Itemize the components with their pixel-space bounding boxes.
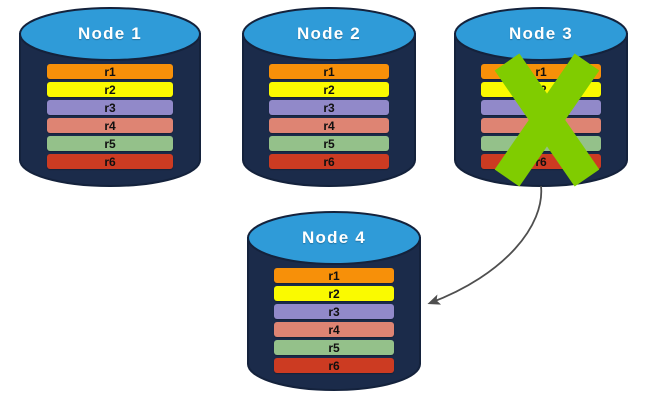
- row-bar-r3[interactable]: r3: [269, 100, 389, 115]
- row-bar-r5[interactable]: r5: [269, 136, 389, 151]
- row-bar-r6[interactable]: r6: [47, 154, 173, 169]
- row-bar-r5[interactable]: r5: [47, 136, 173, 151]
- row-list: r1 r2 r3 r4 r5 r6: [47, 64, 173, 169]
- row-bar-r2[interactable]: r2: [274, 286, 394, 301]
- row-list: r1 r2 r3 r4 r5 r6: [274, 268, 394, 373]
- row-bar-r1[interactable]: r1: [274, 268, 394, 283]
- row-bar-r6[interactable]: r6: [269, 154, 389, 169]
- row-bar-r3[interactable]: r3: [481, 100, 601, 115]
- row-bar-r1[interactable]: r1: [481, 64, 601, 79]
- arrow-path: [427, 185, 543, 305]
- row-bar-r6[interactable]: r6: [481, 154, 601, 169]
- row-list: r1 r2 r3 r4 r5 r6: [269, 64, 389, 169]
- row-bar-r4[interactable]: r4: [274, 322, 394, 337]
- row-bar-r1[interactable]: r1: [269, 64, 389, 79]
- row-bar-r2[interactable]: r2: [47, 82, 173, 97]
- row-bar-r2[interactable]: r2: [481, 82, 601, 97]
- row-bar-r4[interactable]: r4: [269, 118, 389, 133]
- row-bar-r5[interactable]: r5: [481, 136, 601, 151]
- row-bar-r3[interactable]: r3: [47, 100, 173, 115]
- row-bar-r1[interactable]: r1: [47, 64, 173, 79]
- row-bar-r3[interactable]: r3: [274, 304, 394, 319]
- row-bar-r6[interactable]: r6: [274, 358, 394, 373]
- row-bar-r4[interactable]: r4: [481, 118, 601, 133]
- row-bar-r2[interactable]: r2: [269, 82, 389, 97]
- row-bar-r4[interactable]: r4: [47, 118, 173, 133]
- row-list: r1 r2 r3 r4 r5 r6: [481, 64, 601, 169]
- row-bar-r5[interactable]: r5: [274, 340, 394, 355]
